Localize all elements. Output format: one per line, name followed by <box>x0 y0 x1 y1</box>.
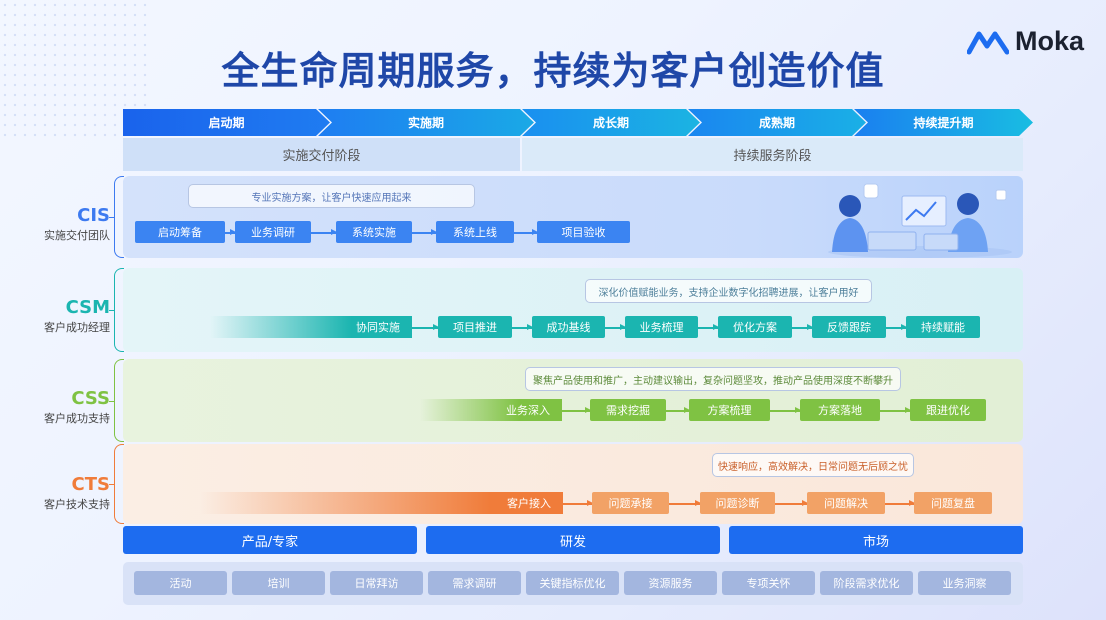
note-cis: 专业实施方案，让客户快速应用起来 <box>188 184 475 208</box>
arrow <box>770 407 801 413</box>
bracket-csm <box>109 268 124 352</box>
dept-marketing: 市场 <box>729 526 1023 554</box>
brand-logo: Moka <box>966 26 1084 57</box>
step-cts-4: 问题解决 <box>807 492 885 514</box>
activity-tag: 培训 <box>232 571 325 595</box>
note-cts: 快速响应，高效解决，日常问题无后顾之忧 <box>712 453 914 477</box>
team-name: 客户成功经理 <box>44 321 110 334</box>
step-css-4: 方案落地 <box>800 399 880 421</box>
team-abbr: CTS <box>71 474 110 495</box>
step-cis-5: 项目验收 <box>537 221 630 243</box>
step-csm-4: 业务梳理 <box>625 316 698 338</box>
moka-logo-icon <box>966 31 1009 54</box>
bracket-cis <box>109 176 124 258</box>
step-csm-5: 优化方案 <box>718 316 792 338</box>
phase-continuous: 持续提升期 <box>854 109 1033 136</box>
phase-growth: 成长期 <box>522 109 700 136</box>
activity-tag: 阶段需求优化 <box>820 571 913 595</box>
arrow <box>225 229 236 235</box>
arrow <box>412 324 439 330</box>
activity-tag: 日常拜访 <box>330 571 423 595</box>
activity-tag: 关键指标优化 <box>526 571 619 595</box>
activity-tag: 业务洞察 <box>918 571 1011 595</box>
activity-tag: 专项关怀 <box>722 571 815 595</box>
arrow <box>514 229 538 235</box>
activity-tag: 需求调研 <box>428 571 521 595</box>
step-csm-1: 协同实施 <box>210 316 412 338</box>
step-css-5: 跟进优化 <box>910 399 986 421</box>
arrow <box>666 407 690 413</box>
team-label-csm: CSM 客户成功经理 <box>20 298 110 335</box>
bracket-cts <box>109 444 124 524</box>
step-csm-7: 持续赋能 <box>906 316 980 338</box>
note-csm: 深化价值赋能业务，支持企业数字化招聘进展，让客户用好 <box>585 279 872 303</box>
brand-name: Moka <box>1014 26 1084 56</box>
team-abbr: CIS <box>77 205 110 226</box>
team-name: 客户技术支持 <box>44 498 110 511</box>
bracket-css <box>109 359 124 442</box>
step-csm-6: 反馈跟踪 <box>812 316 886 338</box>
team-abbr: CSS <box>71 388 110 409</box>
team-label-css: CSS 客户成功支持 <box>20 389 110 426</box>
step-cis-2: 业务调研 <box>235 221 311 243</box>
step-csm-3: 成功基线 <box>532 316 605 338</box>
step-cis-1: 启动筹备 <box>135 221 225 243</box>
page-title: 全生命周期服务，持续为客户创造价值 <box>221 49 885 93</box>
phase-implementation: 实施期 <box>318 109 534 136</box>
arrow <box>886 324 907 330</box>
team-label-cts: CTS 客户技术支持 <box>20 475 110 512</box>
step-css-3: 方案梳理 <box>689 399 770 421</box>
arrow <box>562 407 591 413</box>
phase-startup: 启动期 <box>123 109 330 136</box>
note-css: 聚焦产品使用和推广，主动建议输出，复杂问题坚攻，推动产品使用深度不断攀升 <box>525 367 901 391</box>
team-name: 实施交付团队 <box>44 229 110 242</box>
activity-tag: 资源服务 <box>624 571 717 595</box>
step-cis-4: 系统上线 <box>436 221 514 243</box>
step-cts-3: 问题诊断 <box>700 492 775 514</box>
phase-mature: 成熟期 <box>688 109 866 136</box>
team-label-cis: CIS 实施交付团队 <box>20 206 110 243</box>
arrow <box>563 500 593 506</box>
step-cts-1: 客户接入 <box>200 492 563 514</box>
arrow <box>412 229 437 235</box>
step-css-1: 业务深入 <box>420 399 562 421</box>
stage-delivery: 实施交付阶段 <box>123 138 520 171</box>
dept-product-expert: 产品/专家 <box>123 526 417 554</box>
team-name: 客户成功支持 <box>44 412 110 425</box>
team-abbr: CSM <box>65 297 110 318</box>
activity-tag: 活动 <box>134 571 227 595</box>
dept-rnd: 研发 <box>426 526 720 554</box>
step-cts-2: 问题承接 <box>592 492 669 514</box>
arrow <box>775 500 808 506</box>
arrow <box>311 229 337 235</box>
arrow <box>669 500 701 506</box>
step-csm-2: 项目推进 <box>438 316 512 338</box>
step-css-2: 需求挖掘 <box>590 399 666 421</box>
stage-service: 持续服务阶段 <box>522 138 1023 171</box>
lane-csm <box>123 268 1023 352</box>
arrow <box>885 500 915 506</box>
arrow <box>512 324 533 330</box>
arrow <box>792 324 813 330</box>
arrow <box>605 324 626 330</box>
consulting-illustration-icon <box>828 183 1012 258</box>
step-cis-3: 系统实施 <box>336 221 412 243</box>
step-cts-5: 问题复盘 <box>914 492 992 514</box>
phase-arrows: 启动期 实施期 成长期 成熟期 持续提升期 <box>123 109 1033 136</box>
arrow <box>698 324 719 330</box>
arrow <box>880 407 911 413</box>
